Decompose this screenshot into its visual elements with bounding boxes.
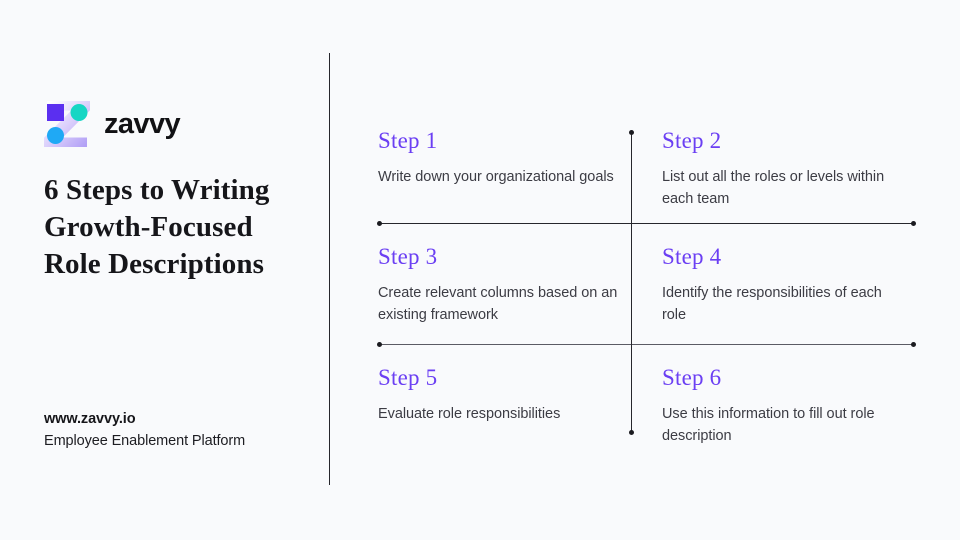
step-title: Step 3 <box>378 244 438 269</box>
horizontal-divider-row-2 <box>377 342 916 348</box>
line-end-dot <box>911 221 916 227</box>
step-title: Step 4 <box>662 244 722 269</box>
step-item-2: Step 2 List out all the roles or levels … <box>662 128 917 210</box>
step-title: Step 6 <box>662 365 722 390</box>
step-description: Identify the responsibilities of each ro… <box>662 285 882 323</box>
line-end-dot <box>629 130 635 135</box>
step-item-3: Step 3 Create relevant columns based on … <box>378 244 633 326</box>
line-end-dot <box>629 430 635 435</box>
step-description: Use this information to fill out role de… <box>662 406 875 444</box>
line-end-dot <box>911 342 916 348</box>
step-description: Create relevant columns based on an exis… <box>378 285 618 323</box>
footer-block: www.zavvy.io Employee Enablement Platfor… <box>44 408 344 453</box>
footer-tagline: Employee Enablement Platform <box>44 433 246 450</box>
steps-grid: Step 1 Write down your organizational go… <box>378 128 918 458</box>
main-vertical-divider <box>329 53 331 485</box>
line-end-dot <box>377 221 382 227</box>
step-item-4: Step 4 Identify the responsibilities of … <box>662 244 917 326</box>
step-description: Write down your organizational goals <box>378 169 614 186</box>
left-panel: zavvy 6 Steps to Writing Growth-Focused … <box>31 97 312 303</box>
horizontal-divider-row-1 <box>377 221 916 227</box>
step-description: Evaluate role responsibilities <box>378 406 561 423</box>
step-title: Step 5 <box>378 365 438 390</box>
brand-wordmark: zavvy <box>104 107 181 140</box>
step-item-6: Step 6 Use this information to fill out … <box>662 365 917 447</box>
step-item-1: Step 1 Write down your organizational go… <box>378 128 633 189</box>
center-vertical-divider <box>629 130 635 435</box>
footer-website-url[interactable]: www.zavvy.io <box>44 411 136 427</box>
step-description: List out all the roles or levels within … <box>662 169 885 207</box>
zavvy-z-logo-icon <box>31 97 103 151</box>
step-title: Step 1 <box>378 128 438 153</box>
page-title: 6 Steps to Writing Growth-Focused Role D… <box>44 174 270 281</box>
step-item-5: Step 5 Evaluate role responsibilities <box>378 365 633 426</box>
line-end-dot <box>377 342 382 348</box>
step-title: Step 2 <box>662 128 722 153</box>
brand-lockup: zavvy <box>31 97 312 151</box>
